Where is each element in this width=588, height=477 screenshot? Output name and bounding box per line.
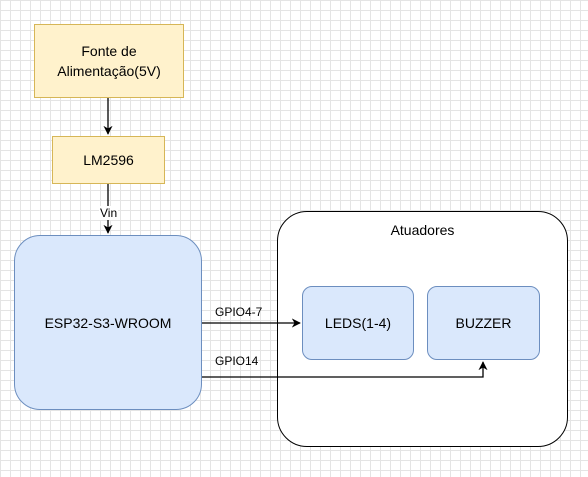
actuators-label: Atuadores <box>390 222 455 238</box>
power-supply-node[interactable]: Fonte de Alimentação(5V) <box>34 24 184 98</box>
gpio14-label: GPIO14 <box>215 354 259 368</box>
gpio4-7-label: GPIO4-7 <box>215 305 263 319</box>
lm2596-regulator-node[interactable]: LM2596 <box>52 136 165 184</box>
buzzer-node[interactable]: BUZZER <box>427 286 540 360</box>
vin-label: Vin <box>99 206 119 220</box>
esp32-node[interactable]: ESP32-S3-WROOM <box>14 235 202 410</box>
leds-node[interactable]: LEDS(1-4) <box>302 286 414 360</box>
